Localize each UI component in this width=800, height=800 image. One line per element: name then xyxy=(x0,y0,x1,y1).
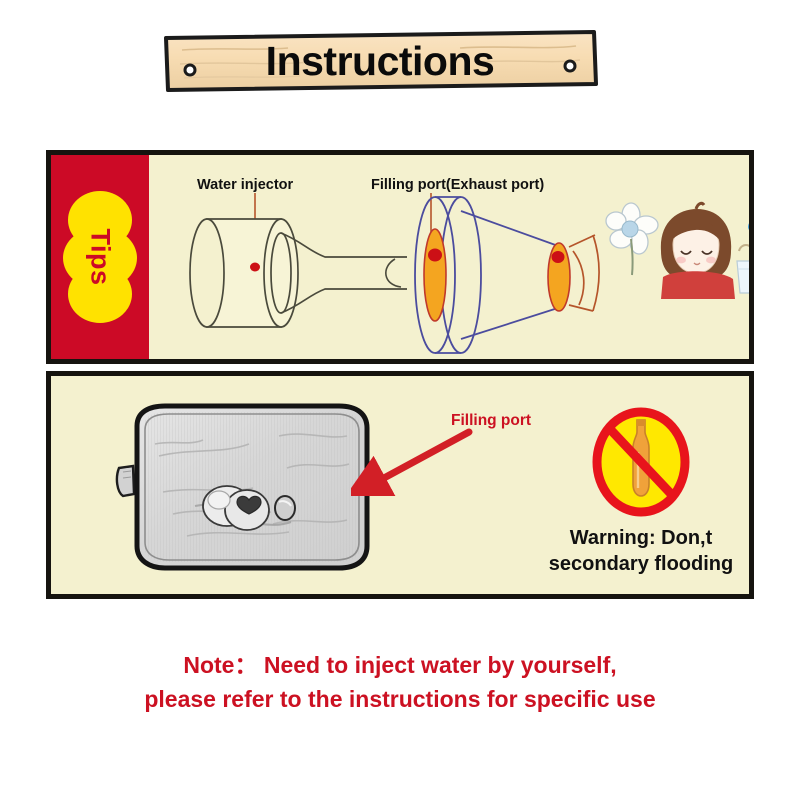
girl-head xyxy=(660,201,732,275)
page-title: Instructions xyxy=(265,38,495,84)
warning-text-line-2: secondary flooding xyxy=(548,553,734,575)
injector-red-dot xyxy=(250,262,260,272)
cartoon-girl-illustration xyxy=(601,199,749,309)
warning-text-line-1: Warning: Don,t xyxy=(569,527,713,549)
instruction-panel-one: Tips Water injector Filling port(Exhaust… xyxy=(46,150,754,364)
wooden-sign-graphic xyxy=(164,30,598,92)
tips-badge: Tips xyxy=(63,191,137,323)
panel-one-content: Water injector Filling port(Exhaust port… xyxy=(149,155,749,359)
label-filling-exhaust-port: Filling port(Exhaust port) xyxy=(371,177,545,193)
footer-note: Note： Need to inject water by yourself, … xyxy=(0,648,800,716)
hot-water-bottle-graphic xyxy=(115,403,370,571)
label-water-injector: Water injector xyxy=(197,177,294,193)
water-injector-diagram xyxy=(189,193,600,354)
bottle-cap xyxy=(274,495,296,521)
exhaust-port-red-dot xyxy=(551,251,565,263)
label-filling-port: Filling port xyxy=(451,412,532,429)
filling-port-red-dot xyxy=(428,248,442,262)
footer-note-line-1: Note： Need to inject water by yourself, xyxy=(183,652,617,678)
header-wooden-sign: Instructions xyxy=(160,28,600,94)
water-drop-icon xyxy=(748,223,749,230)
hot-water-bottle-illustration xyxy=(103,396,403,578)
footer-note-line-2: please refer to the instructions for spe… xyxy=(144,686,656,712)
tips-strip: Tips xyxy=(51,155,149,359)
tips-badge-label: Tips xyxy=(85,228,116,286)
filling-port-arrow xyxy=(351,428,473,496)
warning-block: Warning: Don,t secondary flooding xyxy=(531,406,749,581)
flower-icon xyxy=(605,202,659,276)
no-bottle-prohibition-icon xyxy=(592,407,690,517)
girl-flower-graphic xyxy=(605,201,749,299)
filling-port-orange-oval xyxy=(423,228,447,322)
bottle-filling-port xyxy=(202,485,270,531)
water-glass-icon xyxy=(736,244,749,294)
instruction-panel-two: Filling port Warning: Don,t secondary fl… xyxy=(46,371,754,599)
tips-badge-blob-bottom xyxy=(68,265,132,323)
bottle-hanging-tab xyxy=(115,464,136,498)
